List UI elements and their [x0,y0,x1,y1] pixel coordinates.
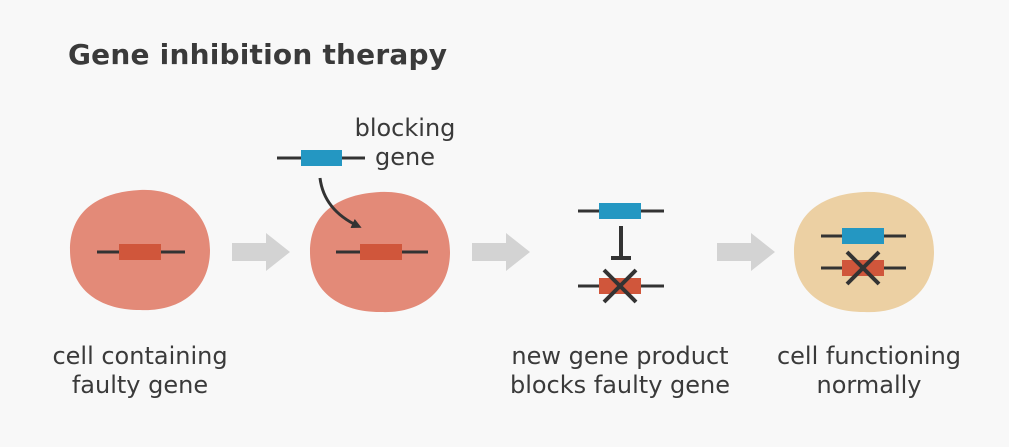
cell-body [794,191,934,313]
blocking-gene [842,228,884,244]
cell-faulty-2 [310,191,450,313]
curved-arrow-icon [318,177,362,228]
cell-normal [794,191,934,313]
diagram-title: Gene inhibition therapy [68,38,448,71]
cell-faulty-1 [70,189,210,311]
step3-caption: new gene product blocks faulty gene [509,342,731,399]
blocking-gene [599,203,641,219]
blocking-gene-vector [277,150,365,166]
x-cross-icon [602,268,638,304]
faulty-gene [360,244,402,260]
faulty-gene [119,244,161,260]
blocking-gene [301,150,342,166]
step-arrow-2 [472,233,530,271]
step1-caption: cell containing faulty gene [52,342,228,399]
step4-caption: cell functioning normally [776,342,962,399]
x-cross-icon [845,250,881,286]
blocking-gene-label: blocking gene [354,114,456,171]
inhibition-step [578,203,664,304]
step-arrow-1 [232,233,290,271]
step-arrow-3 [717,233,775,271]
